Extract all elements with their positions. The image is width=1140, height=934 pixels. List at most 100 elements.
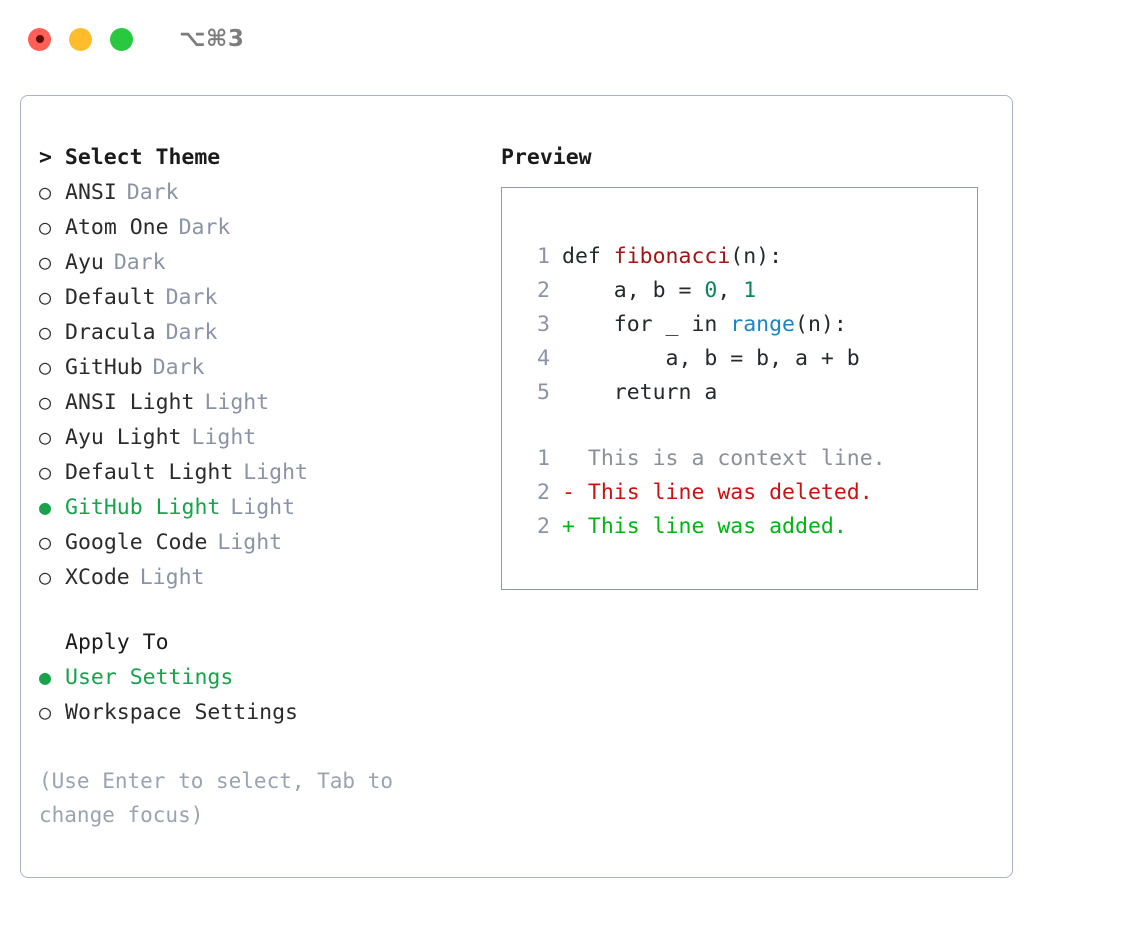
theme-item-9[interactable]: ● GitHub Light Light [39, 490, 469, 525]
code-token: for _ in [562, 312, 731, 337]
theme-item-label: XCode [65, 565, 130, 590]
radio-unselected-icon: ○ [39, 180, 52, 204]
radio-unselected-icon: ○ [39, 425, 52, 449]
radio-unselected-icon: ○ [39, 565, 52, 589]
diff-line-0: 1 This is a context line. [522, 442, 977, 476]
theme-item-5[interactable]: ○ GitHub Dark [39, 350, 469, 385]
diff-text-ctx: This is a context line. [562, 446, 886, 471]
radio-unselected-icon: ○ [39, 390, 52, 414]
window-titlebar: ⌥⌘3 [0, 0, 1140, 78]
theme-kind-label: Light [191, 425, 257, 450]
code-token: 0 [704, 278, 718, 303]
theme-item-label: Ayu [65, 250, 104, 275]
theme-item-11[interactable]: ○ XCode Light [39, 560, 469, 595]
preview-header: Preview [501, 145, 592, 170]
keyboard-shortcut-label: ⌥⌘3 [179, 26, 245, 52]
code-line-4: 5 return a [522, 376, 977, 410]
code-token: def [562, 244, 614, 269]
radio-unselected-icon: ○ [39, 530, 52, 554]
theme-item-0[interactable]: ○ ANSI Dark [39, 175, 469, 210]
line-number: 2 [537, 514, 550, 539]
close-button[interactable] [28, 27, 51, 51]
preview-spacer [522, 410, 977, 442]
code-token: , [717, 278, 744, 303]
theme-kind-label: Light [230, 495, 296, 520]
code-token: 1 [743, 278, 757, 303]
theme-item-label: GitHub Light [65, 495, 221, 520]
apply-to-item-label: User Settings [65, 665, 234, 690]
apply-to-item-1[interactable]: ○ Workspace Settings [39, 695, 469, 730]
line-number: 5 [537, 380, 550, 405]
theme-kind-label: Dark [152, 355, 205, 380]
code-line-2: 3 for _ in range(n): [522, 308, 977, 342]
theme-item-2[interactable]: ○ Ayu Dark [39, 245, 469, 280]
line-number: 1 [537, 446, 550, 471]
radio-unselected-icon: ○ [39, 355, 52, 379]
theme-kind-label: Light [217, 530, 283, 555]
theme-kind-label: Dark [126, 180, 179, 205]
theme-kind-label: Dark [165, 320, 218, 345]
code-line-3: 4 a, b = b, a + b [522, 342, 977, 376]
radio-selected-icon: ● [39, 495, 52, 519]
apply-to-header-marker: ○ [39, 625, 65, 659]
radio-unselected-icon: ○ [39, 285, 52, 309]
code-text: a, b = b, a + b [562, 342, 860, 376]
theme-item-label: Default Light [65, 460, 234, 485]
select-theme-header: > Select Theme [39, 145, 221, 170]
code-token: a, b = b, a + b [562, 346, 860, 371]
maximize-button[interactable] [110, 27, 133, 51]
theme-item-label: GitHub [65, 355, 143, 380]
theme-kind-label: Dark [165, 285, 218, 310]
code-line-0: 1 def fibonacci(n): [522, 240, 977, 274]
keyboard-hint-text: (Use Enter to select, Tab to change focu… [39, 769, 394, 827]
line-number: 2 [537, 480, 550, 505]
apply-to-header-label: Apply To [65, 630, 169, 655]
code-text: def fibonacci(n): [562, 240, 782, 274]
radio-unselected-icon: ○ [39, 215, 52, 239]
theme-item-label: ANSI [65, 180, 117, 205]
theme-kind-label: Dark [113, 250, 166, 275]
radio-unselected-icon: ○ [39, 250, 52, 274]
theme-item-3[interactable]: ○ Default Dark [39, 280, 469, 315]
theme-item-6[interactable]: ○ ANSI Light Light [39, 385, 469, 420]
theme-item-label: ANSI Light [65, 390, 195, 415]
theme-kind-label: Light [204, 390, 270, 415]
apply-to-item-label: Workspace Settings [65, 700, 298, 725]
theme-item-label: Google Code [65, 530, 208, 555]
diff-text-del: - This line was deleted. [562, 480, 873, 505]
minimize-button[interactable] [69, 27, 92, 51]
line-number: 2 [537, 278, 550, 303]
theme-item-10[interactable]: ○ Google Code Light [39, 525, 469, 560]
apply-to-header: ○ Apply To [39, 625, 469, 660]
code-token: return a [562, 380, 718, 405]
theme-item-label: Default [65, 285, 156, 310]
apply-to-list[interactable]: ● User Settings ○ Workspace Settings [39, 660, 469, 730]
code-text: return a [562, 376, 718, 410]
code-token: (n): [795, 312, 847, 337]
line-number: 3 [537, 312, 550, 337]
radio-selected-icon: ● [39, 665, 52, 689]
code-line-1: 2 a, b = 0, 1 [522, 274, 977, 308]
theme-kind-label: Light [139, 565, 205, 590]
code-token: range [730, 312, 796, 337]
radio-unselected-icon: ○ [39, 700, 52, 724]
code-token: (n): [730, 244, 783, 269]
theme-kind-label: Light [243, 460, 309, 485]
apply-to-item-0[interactable]: ● User Settings [39, 660, 469, 695]
code-token: a, b = [562, 278, 705, 303]
line-number: 1 [537, 244, 550, 269]
diff-line-2: 2+ This line was added. [522, 510, 977, 544]
theme-kind-label: Dark [178, 215, 231, 240]
code-text: a, b = 0, 1 [562, 274, 756, 308]
code-token: fibonacci [613, 244, 731, 269]
